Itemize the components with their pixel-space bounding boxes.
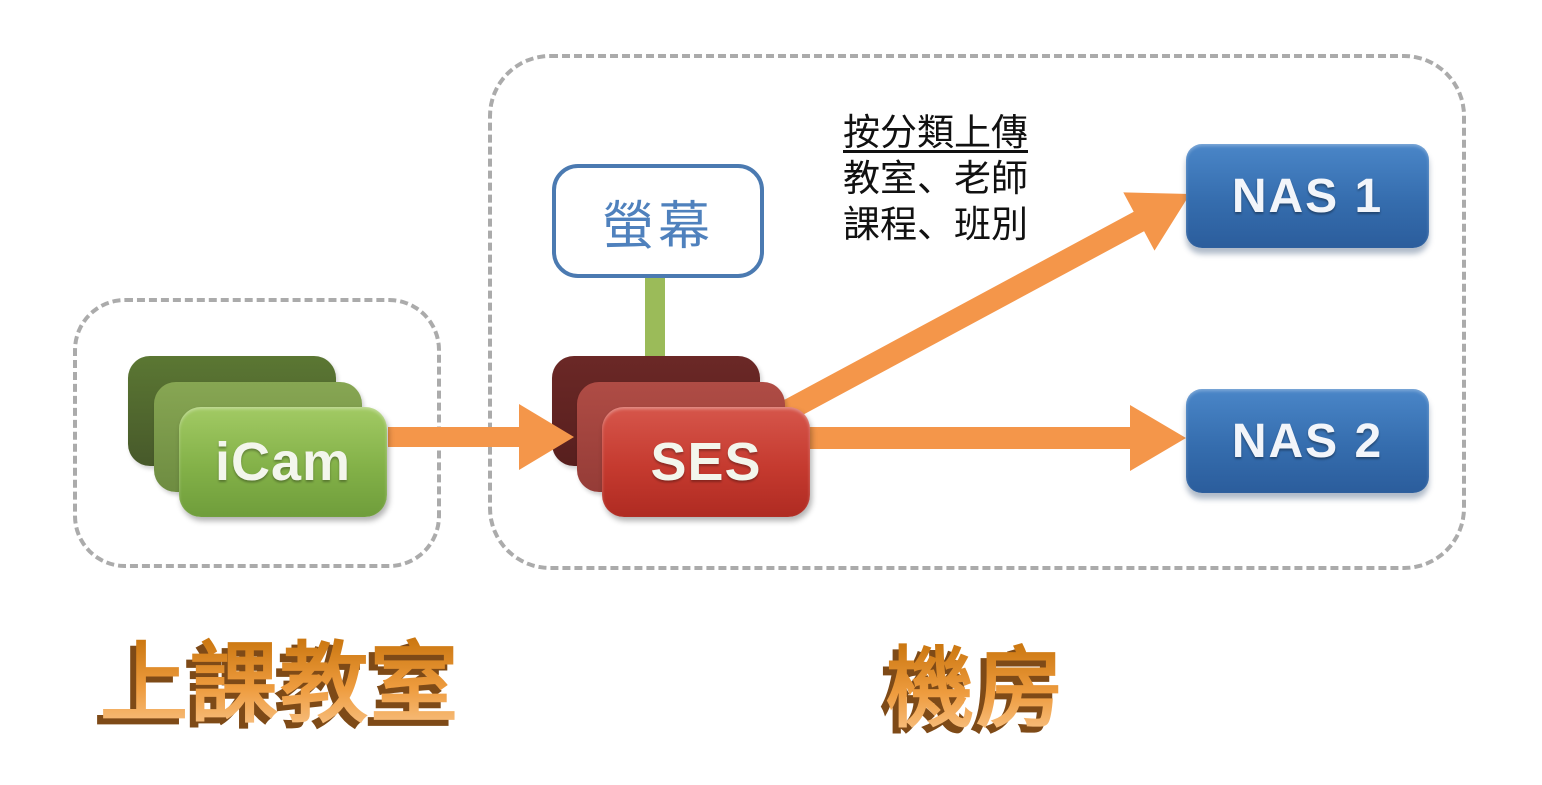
- ses-label: SES: [650, 432, 762, 492]
- classroom-label-text: 上課教室: [100, 634, 461, 733]
- upload-annotation: 按分類上傳 教室、老師 課程、班別: [843, 110, 1028, 248]
- classroom-label-shadow: 上課教室: [94, 646, 454, 734]
- server-room-label-shadow: 機房: [880, 651, 1060, 739]
- server-room-group-label: 機房 機房: [880, 645, 1066, 739]
- nas2-node: NAS 2: [1186, 389, 1429, 493]
- upload-annotation-line3: 課程、班別: [843, 204, 1028, 245]
- classroom-group-label: 上課教室 上課教室: [94, 640, 460, 734]
- nas1-label: NAS 1: [1231, 169, 1384, 223]
- upload-annotation-title: 按分類上傳: [843, 112, 1028, 153]
- arrow-ses-to-nas1-icon: [712, 192, 1190, 458]
- arrow-icam-to-ses-icon: [388, 404, 574, 470]
- screen-label: 螢幕: [601, 197, 714, 256]
- nas2-label: NAS 2: [1231, 414, 1384, 468]
- icam-label: iCam: [214, 432, 352, 492]
- ses-node: SES: [602, 407, 810, 517]
- nas1-node: NAS 1: [1186, 144, 1429, 248]
- server-room-group-border: [488, 54, 1466, 570]
- icam-node: iCam: [179, 407, 387, 517]
- screen-node: 螢幕: [552, 164, 764, 278]
- screen-ses-connector-line: [645, 274, 665, 360]
- arrow-ses-to-nas2-icon: [690, 405, 1186, 471]
- upload-annotation-line2: 教室、老師: [843, 158, 1028, 199]
- server-room-label-text: 機房: [886, 639, 1067, 738]
